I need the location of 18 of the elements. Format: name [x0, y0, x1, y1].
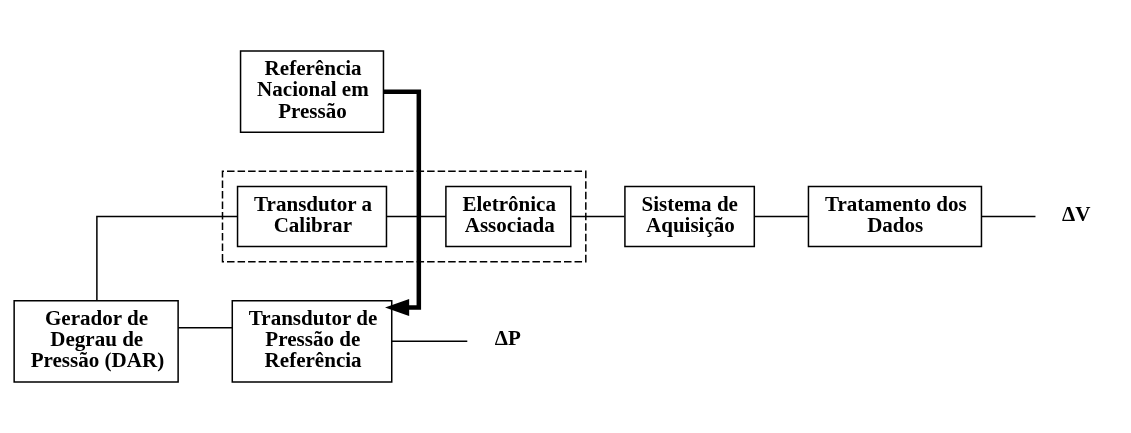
node-box: Eletrônica Associada — [445, 185, 572, 248]
node-box: Sistema de Aquisição — [624, 185, 756, 248]
connector — [570, 215, 626, 218]
connector — [386, 215, 447, 218]
node-text: ΔV — [1061, 201, 1091, 226]
node-text: ΔP — [494, 326, 521, 351]
arrow — [383, 89, 422, 316]
node-box: Gerador de Degrau de Pressão (DAR) — [13, 300, 179, 383]
node-box: Transdutor a Calibrar — [236, 185, 388, 248]
connector — [96, 215, 239, 302]
node-box: Transdutor de Pressão de Referência — [231, 300, 393, 383]
connector — [981, 215, 1037, 218]
connector — [391, 340, 469, 343]
connector — [753, 215, 809, 218]
cluster — [221, 170, 587, 263]
node-box: Referência Nacional em Pressão — [239, 50, 385, 133]
connector — [177, 327, 233, 329]
node-box: Tratamento dos Dados — [807, 185, 983, 248]
